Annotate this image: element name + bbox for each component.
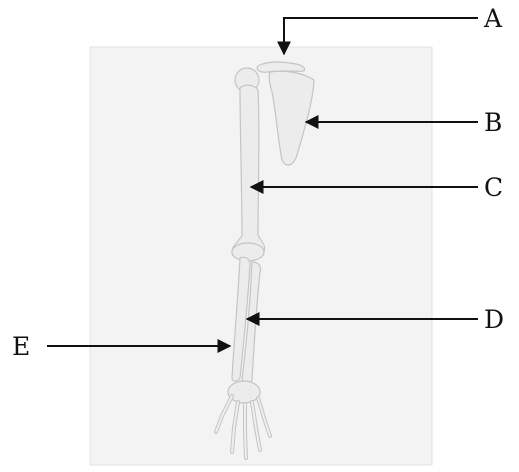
label-e: E [12,334,30,359]
label-d: D [484,307,504,332]
label-b: B [484,110,502,135]
label-a: A [484,6,502,31]
label-c: C [484,175,503,200]
wrist-carpals [228,381,260,403]
